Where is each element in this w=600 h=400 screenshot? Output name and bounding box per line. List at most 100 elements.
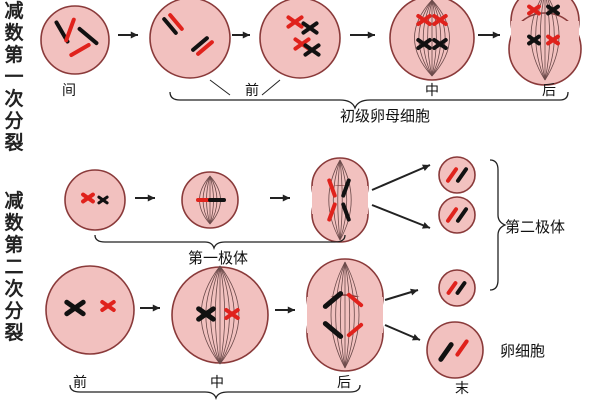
- chromosome-black: [301, 21, 319, 35]
- spindle: [544, 0, 555, 81]
- arrow-interphase-to-prophase-head: [130, 31, 138, 39]
- chromosome-black: [455, 207, 469, 223]
- chromosome-black: [77, 26, 99, 46]
- spindle: [431, 0, 437, 77]
- spindle: [339, 159, 352, 241]
- cell-prophase-b: [259, 0, 341, 79]
- label-prophase-one: 前: [245, 83, 259, 99]
- spindle: [332, 159, 341, 241]
- spindle: [328, 159, 341, 241]
- spindle: [431, 0, 450, 77]
- arrow-row3-a-head: [152, 304, 160, 312]
- spindle: [535, 0, 546, 81]
- chromosome-red: [546, 34, 560, 46]
- label-second-polar-body: 第二极体: [505, 218, 566, 236]
- label-interphase: 间: [62, 83, 76, 99]
- cell-prophase-a: [149, 0, 231, 79]
- arrow-to-polar-two: [371, 204, 431, 229]
- chromosome-red: [81, 192, 95, 204]
- chromosome-red: [432, 13, 448, 27]
- spindle: [330, 261, 346, 369]
- chromosome-red: [527, 4, 541, 16]
- pointer-line: [261, 79, 281, 96]
- chromosome-red: [64, 17, 76, 43]
- spindle: [344, 261, 355, 369]
- spindle: [344, 261, 351, 369]
- chromosome-black: [191, 36, 209, 52]
- chromosome-black: [416, 37, 432, 51]
- bracket-first-polar-body: [94, 234, 346, 251]
- cell-egg: [426, 321, 484, 379]
- chromosome-black: [455, 281, 467, 295]
- bracket-secondary-oocyte: [69, 384, 361, 400]
- label-primary-oocyte: 初级卵母细胞: [340, 107, 431, 125]
- chromosome-red: [69, 43, 91, 57]
- spindle: [414, 0, 433, 77]
- cell-second-polar-body-c: [438, 269, 476, 307]
- label-anaphase-two: 后: [337, 375, 351, 391]
- chromosome-red: [327, 178, 337, 198]
- chromosome-red: [445, 167, 459, 183]
- arrow-row2-a-head: [147, 194, 155, 202]
- chromosome-black: [432, 37, 448, 51]
- arrow-prophase-a-to-b-head: [242, 31, 250, 39]
- spindle: [427, 0, 433, 77]
- chromosome-red: [100, 299, 116, 313]
- chromosome-red: [224, 307, 240, 321]
- chromosome-black: [455, 167, 469, 183]
- chromosome-black: [438, 342, 454, 362]
- chromosome-red: [293, 37, 311, 51]
- spindle: [431, 0, 442, 77]
- spindle: [339, 261, 346, 369]
- chromosome-red: [327, 202, 337, 222]
- label-anaphase-one: 后: [542, 83, 556, 99]
- spindle: [335, 261, 346, 369]
- arrow-to-polar-two-head: [422, 222, 430, 229]
- spindle: [339, 159, 348, 241]
- chromosome-black: [322, 321, 344, 339]
- chromosome-red: [196, 40, 214, 56]
- label-telophase-two: 末: [455, 381, 469, 397]
- side-label-meiosis-one: 减数第一次分裂: [4, 0, 24, 154]
- arrow-metaphase-to-anaphase-head: [492, 31, 500, 39]
- chromosome-black: [341, 202, 351, 222]
- arrow-row2-b-head: [282, 194, 290, 202]
- chromosome-black: [64, 299, 86, 317]
- cell-prophase-two-oocyte: [45, 265, 135, 355]
- spindle: [337, 159, 341, 241]
- chromosome-black: [97, 195, 109, 205]
- cell-prophase-two-polar: [64, 169, 126, 231]
- spindle: [418, 0, 433, 77]
- chromosome-black: [341, 178, 351, 198]
- spindle: [422, 0, 433, 77]
- arrow-to-egg-head: [412, 333, 420, 341]
- cell-second-polar-body-b: [438, 196, 476, 234]
- arrow-to-polar-one: [371, 164, 431, 191]
- chromosome-black: [196, 306, 216, 322]
- cell-anaphase-two-polar-waist: [312, 186, 368, 214]
- chromosome-red: [286, 15, 304, 29]
- spindle: [344, 261, 360, 369]
- spindle: [219, 265, 226, 365]
- spindle: [339, 159, 343, 241]
- arrow-prophase-to-metaphase-head: [367, 31, 375, 39]
- chromosome-black: [162, 17, 178, 35]
- chromosome-black: [527, 34, 541, 46]
- arrow-row3-b-head: [287, 306, 295, 314]
- chromosome-red: [168, 13, 184, 31]
- spindle: [219, 265, 240, 365]
- chromosome-red: [346, 292, 364, 308]
- chromosome-red: [445, 207, 459, 223]
- chromosome-black: [546, 4, 560, 16]
- chromosome-black: [303, 43, 321, 57]
- chromosome-red: [346, 322, 364, 338]
- chromosome-black: [322, 291, 344, 309]
- spindle: [214, 265, 221, 365]
- chromosome-red: [446, 281, 458, 295]
- cell-second-polar-body-a: [438, 156, 476, 194]
- pointer-line: [209, 79, 231, 96]
- chromosome-red: [455, 339, 469, 357]
- chromosome-red: [416, 13, 432, 27]
